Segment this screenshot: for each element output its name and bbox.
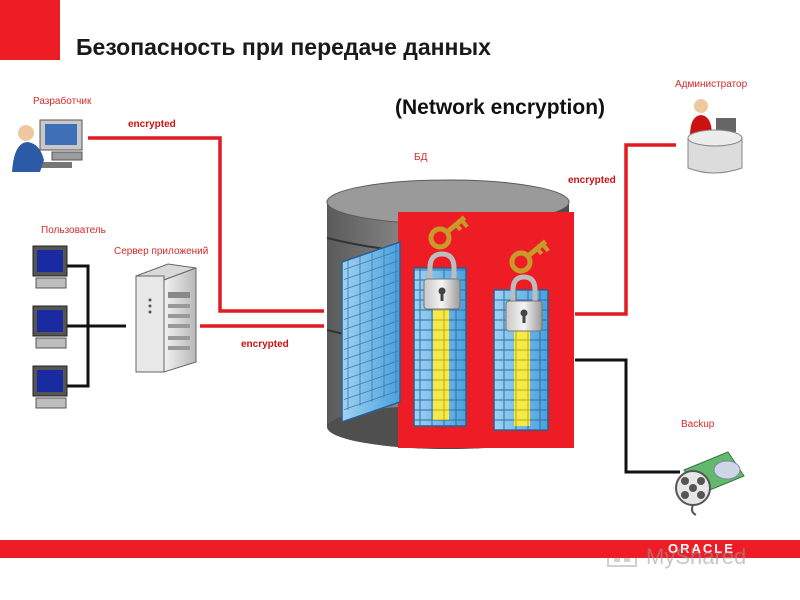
developer-workstation-icon: [12, 119, 83, 172]
backup-link-line: [575, 358, 680, 474]
slide-title: Безопасность при передаче данных: [76, 34, 491, 60]
administrator-link-line: [575, 143, 676, 316]
database-label: БД: [414, 152, 428, 163]
administrator-label: Администратор: [675, 79, 748, 90]
padlock-icon: [505, 274, 543, 332]
developer-encrypted-label: encrypted: [128, 119, 176, 130]
padlock-icon: [423, 251, 461, 310]
backup-icon: [675, 451, 745, 516]
watermark-text: MyShared: [646, 544, 747, 569]
footer-bar: [0, 540, 800, 558]
slide-subtitle: (Network encryption): [395, 96, 606, 119]
app-server-encrypted-label: encrypted: [241, 339, 289, 350]
corner-accent: [0, 0, 60, 60]
key-icon: [428, 215, 469, 250]
user-computer-icon: [32, 305, 68, 349]
administrator-encrypted-label: encrypted: [568, 175, 616, 186]
developer-link-line: [88, 136, 324, 313]
data-table-plain: [341, 240, 401, 424]
user-label: Пользователь: [41, 225, 106, 236]
backup-label: Backup: [681, 419, 715, 430]
user-computer-icon: [32, 365, 68, 409]
key-icon: [509, 239, 550, 274]
user-computer-icon: [32, 245, 68, 289]
application-server-icon: [135, 263, 197, 373]
developer-label: Разработчик: [33, 96, 92, 107]
oracle-logo: ORACLE: [668, 541, 735, 556]
app-server-label: Сервер приложений: [114, 246, 209, 257]
administrator-icon: [687, 99, 743, 174]
